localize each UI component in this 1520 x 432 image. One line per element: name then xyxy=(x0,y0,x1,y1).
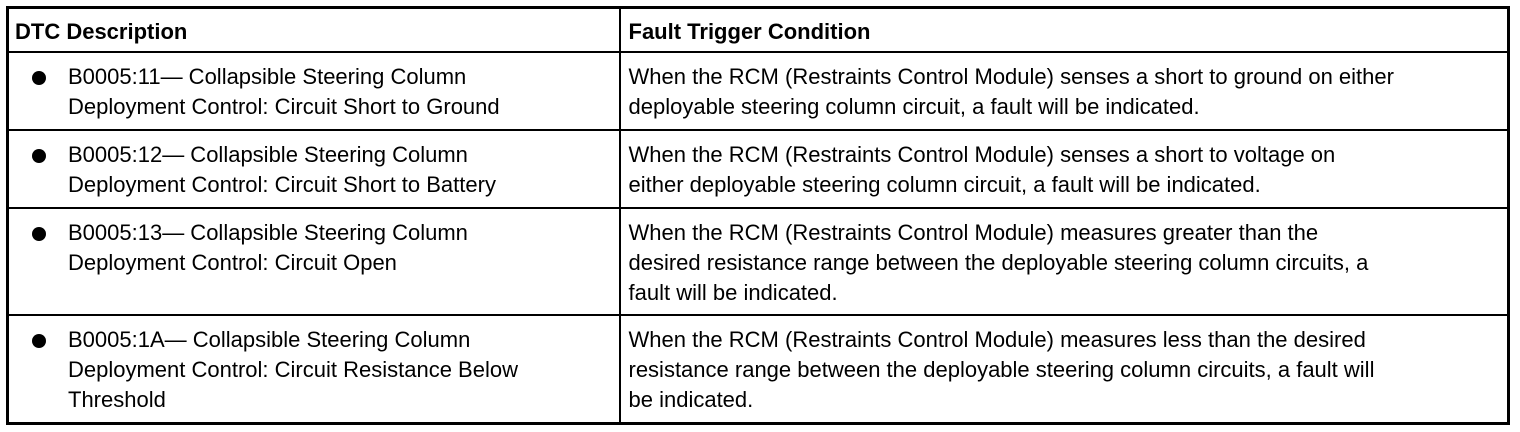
bullet-icon xyxy=(32,70,46,85)
table-row: B0005:13— Collapsible Steering Column De… xyxy=(6,206,1510,316)
condition-line: either deployable steering column circui… xyxy=(628,171,1261,197)
description-line: Deployment Control: Circuit Short to Bat… xyxy=(68,171,496,197)
description-line: Deployment Control: Circuit Resistance B… xyxy=(68,356,518,382)
dtc-description-cell: B0005:12— Collapsible Steering Column De… xyxy=(6,128,621,209)
condition-line: deployable steering column circuit, a fa… xyxy=(628,93,1200,119)
table-row: B0005:12— Collapsible Steering Column De… xyxy=(6,128,1510,209)
fault-condition-cell: When the RCM (Restraints Control Module)… xyxy=(618,50,1510,131)
condition-line: When the RCM (Restraints Control Module)… xyxy=(628,141,1336,167)
description-line: Deployment Control: Circuit Short to Gro… xyxy=(68,93,500,119)
condition-line: When the RCM (Restraints Control Module)… xyxy=(628,63,1394,89)
bullet-icon xyxy=(32,226,46,241)
condition-line: be indicated. xyxy=(628,386,754,412)
header-row: DTC Description Fault Trigger Condition xyxy=(6,6,1510,53)
table-row: B0005:11— Collapsible Steering Column De… xyxy=(6,50,1510,131)
fault-condition-cell: When the RCM (Restraints Control Module)… xyxy=(618,128,1510,209)
dtc-description-cell: B0005:1A— Collapsible Steering Column De… xyxy=(6,313,621,425)
bullet-icon xyxy=(32,148,46,163)
description-line: B0005:12— Collapsible Steering Column xyxy=(68,141,468,167)
dtc-description-cell: B0005:13— Collapsible Steering Column De… xyxy=(6,206,621,316)
bullet-icon xyxy=(32,333,46,348)
header-fault-trigger-condition: Fault Trigger Condition xyxy=(618,6,1510,53)
description-line: B0005:13— Collapsible Steering Column xyxy=(68,219,468,245)
dtc-description-cell: B0005:11— Collapsible Steering Column De… xyxy=(6,50,621,131)
fault-condition-cell: When the RCM (Restraints Control Module)… xyxy=(618,206,1510,316)
description-line: Threshold xyxy=(68,386,166,412)
condition-line: When the RCM (Restraints Control Module)… xyxy=(628,326,1366,352)
dtc-table: DTC Description Fault Trigger Condition … xyxy=(6,6,1510,425)
description-line: Deployment Control: Circuit Open xyxy=(68,249,397,275)
condition-line: When the RCM (Restraints Control Module)… xyxy=(628,219,1319,245)
table-row: B0005:1A— Collapsible Steering Column De… xyxy=(6,313,1510,425)
condition-line: fault will be indicated. xyxy=(628,279,838,305)
condition-line: desired resistance range between the dep… xyxy=(628,249,1369,275)
header-dtc-description: DTC Description xyxy=(6,6,621,53)
fault-condition-cell: When the RCM (Restraints Control Module)… xyxy=(618,313,1510,425)
description-line: B0005:11— Collapsible Steering Column xyxy=(68,63,467,89)
description-line: B0005:1A— Collapsible Steering Column xyxy=(68,326,471,352)
condition-line: resistance range between the deployable … xyxy=(628,356,1375,382)
